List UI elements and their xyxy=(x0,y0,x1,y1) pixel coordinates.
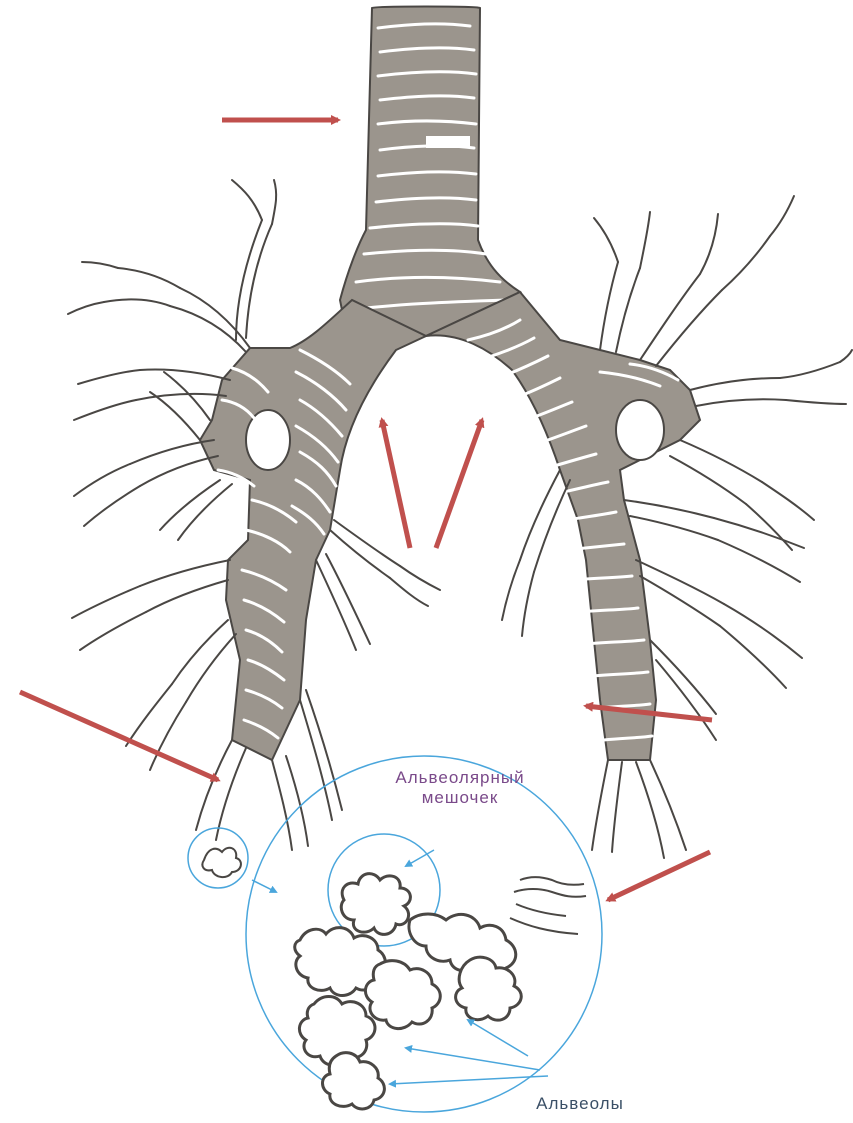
alveolar-sacs xyxy=(295,874,522,1109)
alveolar-duct-branches xyxy=(510,877,586,934)
magnified-acinus xyxy=(188,756,602,1112)
arrow-right-bronchus xyxy=(436,420,482,548)
alveoli-label: Альвеолы xyxy=(520,1094,640,1114)
left-main-bronchus xyxy=(200,300,426,760)
arrow-alveolar-duct xyxy=(20,692,218,780)
arrow-bronchiole xyxy=(608,852,710,900)
right-bronchioles xyxy=(502,196,852,858)
alveolar-sac-label-line1: Альвеолярный xyxy=(360,768,560,788)
arrow-left-bronchus xyxy=(382,420,410,548)
alveolar-sac-label-line2: мешочек xyxy=(360,788,560,808)
alveolar-sac-label: Альвеолярный мешочек xyxy=(360,768,560,808)
